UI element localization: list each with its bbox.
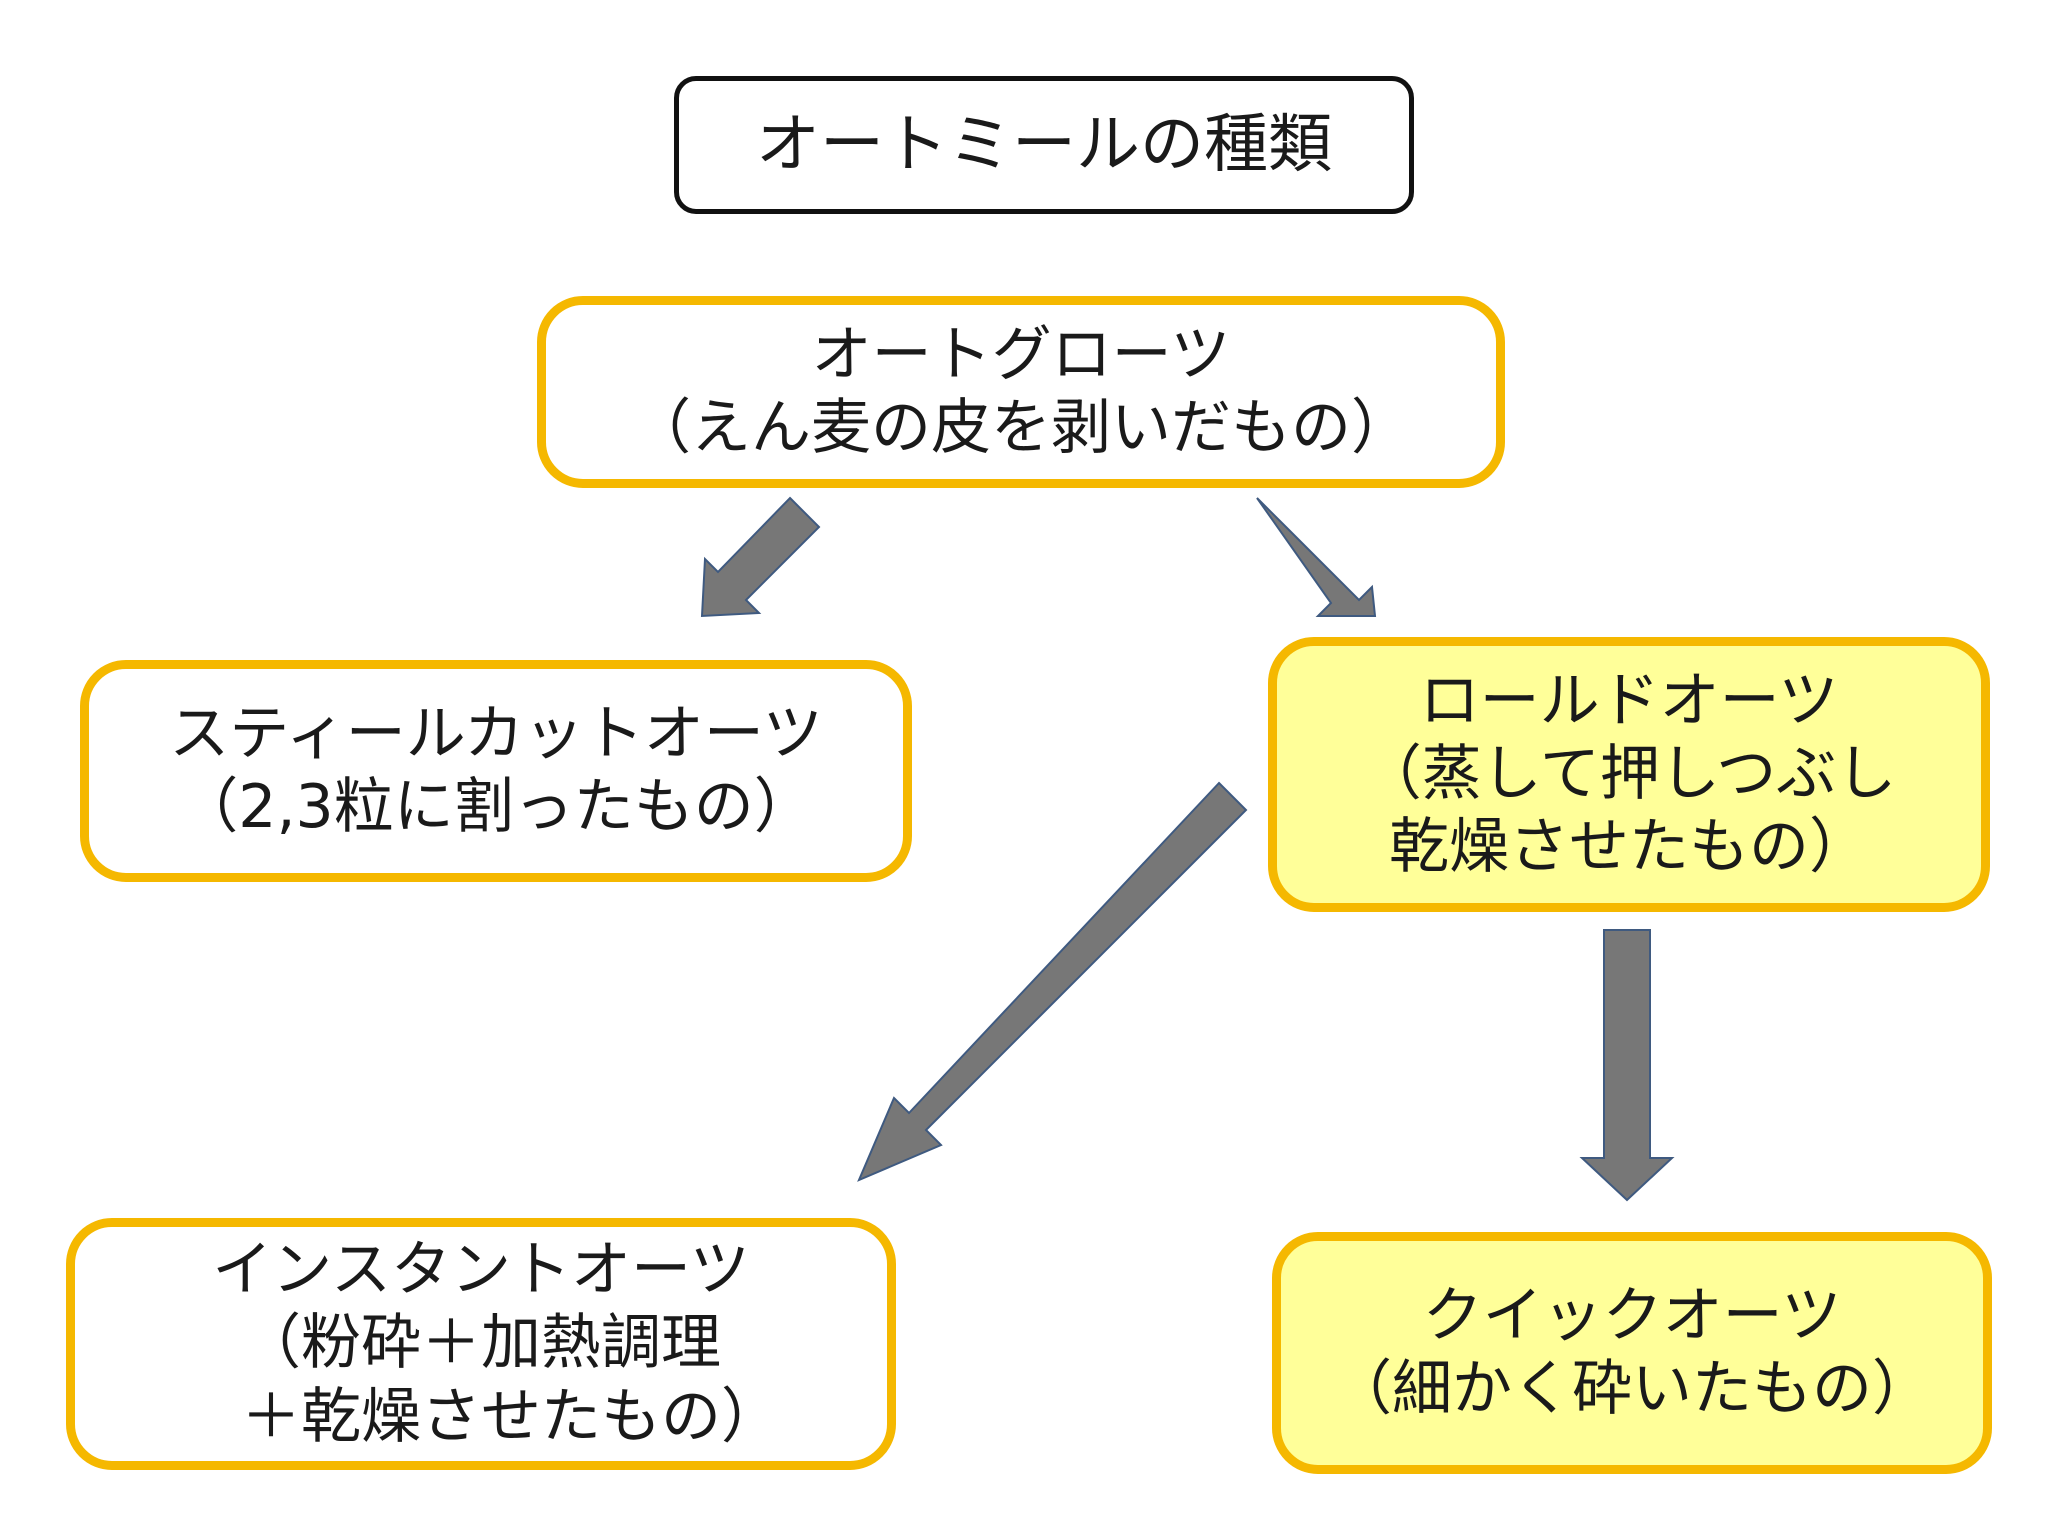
arrow-rolled-to-instant-oats — [857, 781, 1248, 1182]
diagram-title-box: オートミールの種類 — [674, 76, 1414, 214]
oat-groats-desc: （えん麦の皮を剥いだもの） — [631, 393, 1411, 463]
rolled-oats-name: ロールドオーツ — [1419, 665, 1839, 736]
rolled-oats-desc-line2: 乾燥させたもの） — [1389, 812, 1869, 883]
steel-cut-oats-desc: （2,3粒に割ったもの） — [178, 772, 814, 842]
steel-cut-oats-node: スティールカットオーツ （2,3粒に割ったもの） — [80, 660, 912, 882]
arrow-rolled-to-quick-oats — [1579, 929, 1675, 1202]
quick-oats-desc: （細かく砕いたもの） — [1332, 1354, 1932, 1424]
rolled-oats-desc-line1: （蒸して押しつぶし — [1361, 738, 1897, 809]
oat-groats-node: オートグローツ （えん麦の皮を剥いだもの） — [537, 296, 1505, 488]
instant-oats-node: インスタントオーツ （粉砕＋加熱調理 ＋乾燥させたもの） — [66, 1218, 896, 1470]
instant-oats-desc-line2: ＋乾燥させたもの） — [241, 1381, 781, 1452]
rolled-oats-node: ロールドオーツ （蒸して押しつぶし 乾燥させたもの） — [1268, 637, 1990, 912]
arrow-groats-to-steel-cut — [700, 496, 821, 618]
quick-oats-node: クイックオーツ （細かく砕いたもの） — [1272, 1232, 1992, 1474]
diagram-title: オートミールの種類 — [756, 107, 1332, 182]
steel-cut-oats-name: スティールカットオーツ — [169, 698, 823, 769]
quick-oats-name: クイックオーツ — [1422, 1280, 1842, 1351]
arrow-groats-to-rolled-oats — [1256, 497, 1377, 617]
instant-oats-name: インスタントオーツ — [212, 1235, 750, 1306]
oat-groats-name: オートグローツ — [811, 319, 1231, 390]
instant-oats-desc-line1: （粉砕＋加熱調理 — [241, 1308, 721, 1379]
